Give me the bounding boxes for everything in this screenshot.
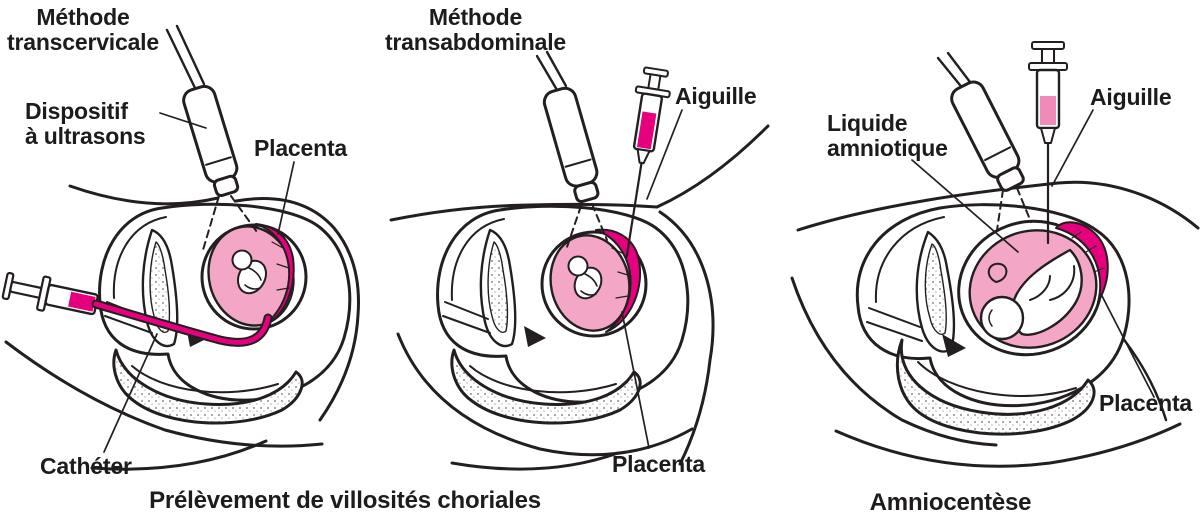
- ultrasound-transducer: [165, 24, 258, 251]
- ultrasound-beam: [202, 195, 258, 251]
- bowel-shape: [450, 348, 642, 425]
- leader-fluid: [911, 159, 1019, 253]
- fetus: [979, 248, 1083, 341]
- label-methode-transcervicale: Méthode transcervicale: [7, 4, 159, 55]
- placenta-shape: [255, 223, 295, 325]
- label-placenta-1: Placenta: [254, 135, 348, 161]
- ultrasound-transducer: [936, 51, 1032, 231]
- bowel-shape: [895, 338, 1096, 436]
- fetus: [231, 249, 267, 295]
- label-aiguille-3: Aiguille: [1090, 84, 1172, 110]
- panel-transabdominal-drawing: [389, 50, 770, 471]
- ultrasound-transducer: [535, 50, 608, 248]
- catheter: [91, 299, 273, 347]
- caption-amniocentese: Amniocentèse: [869, 489, 1032, 516]
- leader-placenta-3: [1100, 293, 1155, 398]
- label-liquide-amniotique: Liquide amniotique: [827, 110, 948, 161]
- label-placenta-3: Placenta: [1099, 390, 1193, 416]
- syringe: [1, 271, 99, 316]
- leader-needle-3: [1051, 109, 1094, 187]
- leader-placenta-1: [277, 161, 295, 235]
- ultrasound-beam: [566, 203, 608, 248]
- panel-transcervical-drawing: [1, 24, 360, 471]
- label-methode-transabdominale: Méthode transabdominale: [384, 4, 567, 55]
- umbilical-cord: [987, 262, 1008, 283]
- leader-placenta-2: [621, 311, 650, 449]
- leader-needle-2: [646, 109, 683, 200]
- fetus: [567, 255, 603, 300]
- label-placenta-2: Placenta: [612, 451, 706, 477]
- needle-syringe: [625, 66, 671, 258]
- needle-syringe: [1028, 41, 1068, 245]
- placenta-shape: [595, 228, 642, 333]
- label-aiguille-2: Aiguille: [675, 83, 757, 109]
- bowel-shape: [112, 348, 304, 425]
- label-dispositif-ultrasons: Dispositif à ultrasons: [25, 98, 146, 149]
- leader-catheter: [103, 333, 158, 453]
- panel-amniocentesis-drawing: [790, 41, 1200, 468]
- leader-device: [159, 112, 207, 129]
- needle: [625, 161, 643, 258]
- label-catheter: Cathéter: [40, 453, 132, 479]
- placenta-shape: [1055, 221, 1109, 303]
- ultrasound-beam: [996, 187, 1032, 231]
- caption-prelevement-villosites-choriales: Prélèvement de villosités choriales: [149, 487, 541, 514]
